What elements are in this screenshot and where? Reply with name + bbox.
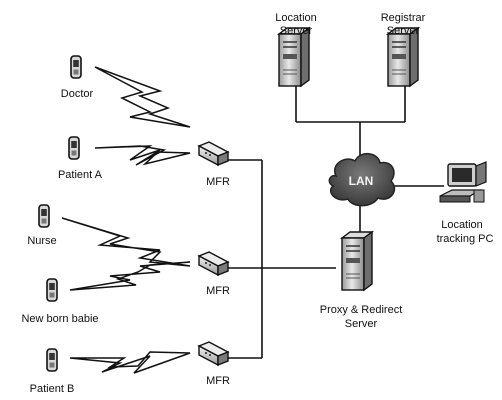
location-tracking-pc-label-line2: tracking PC (437, 233, 494, 245)
doctor-device-icon (70, 55, 82, 79)
server-labels: Location Server Registrar Server Proxy &… (275, 12, 425, 330)
wireless-links (61, 66, 191, 374)
proxy-server-label-line2: Server (345, 318, 378, 330)
registrar-server-label-line2: Server (387, 25, 420, 37)
mfr-top-label: MFR (206, 176, 230, 188)
registrar-server-label-line1: Registrar (381, 12, 426, 24)
location-server-label-line1: Location (275, 12, 317, 24)
patient-b-label: Patient B (30, 383, 75, 395)
doctor-label: Doctor (61, 88, 94, 100)
wireless-patient-b (69, 351, 191, 374)
router-labels: MFR MFR MFR (206, 176, 230, 387)
proxy-server-label-line1: Proxy & Redirect (320, 304, 403, 316)
lan-label: LAN (349, 174, 374, 188)
patient-a-device-icon (68, 136, 80, 160)
patient-b-device-icon (46, 348, 58, 372)
device-labels: Doctor Patient A Nurse New born babie Pa… (21, 88, 102, 395)
new-born-device-icon (46, 278, 58, 302)
new-born-label: New born babie (21, 313, 98, 325)
mfr-mid-router-icon (198, 251, 229, 276)
nurse-label: Nurse (27, 235, 56, 247)
location-server-label-line2: Server (280, 25, 313, 37)
nurse-device-icon (38, 204, 50, 228)
location-tracking-pc-label-line1: Location (441, 219, 483, 231)
wireless-patient-a (94, 145, 191, 166)
wired-links (226, 86, 444, 359)
wireless-nurse (61, 217, 191, 267)
location-tracking-pc-icon (439, 161, 487, 203)
mfr-bot-label: MFR (206, 375, 230, 387)
mfr-mid-label: MFR (206, 285, 230, 297)
patient-a-label: Patient A (58, 169, 103, 181)
mfr-top-router-icon (198, 141, 229, 166)
wireless-doctor (94, 66, 191, 128)
wireless-new-born (69, 261, 191, 291)
mfr-bot-router-icon (198, 341, 229, 366)
proxy-redirect-server-icon (341, 231, 373, 291)
lan-cloud: LAN (328, 153, 396, 207)
